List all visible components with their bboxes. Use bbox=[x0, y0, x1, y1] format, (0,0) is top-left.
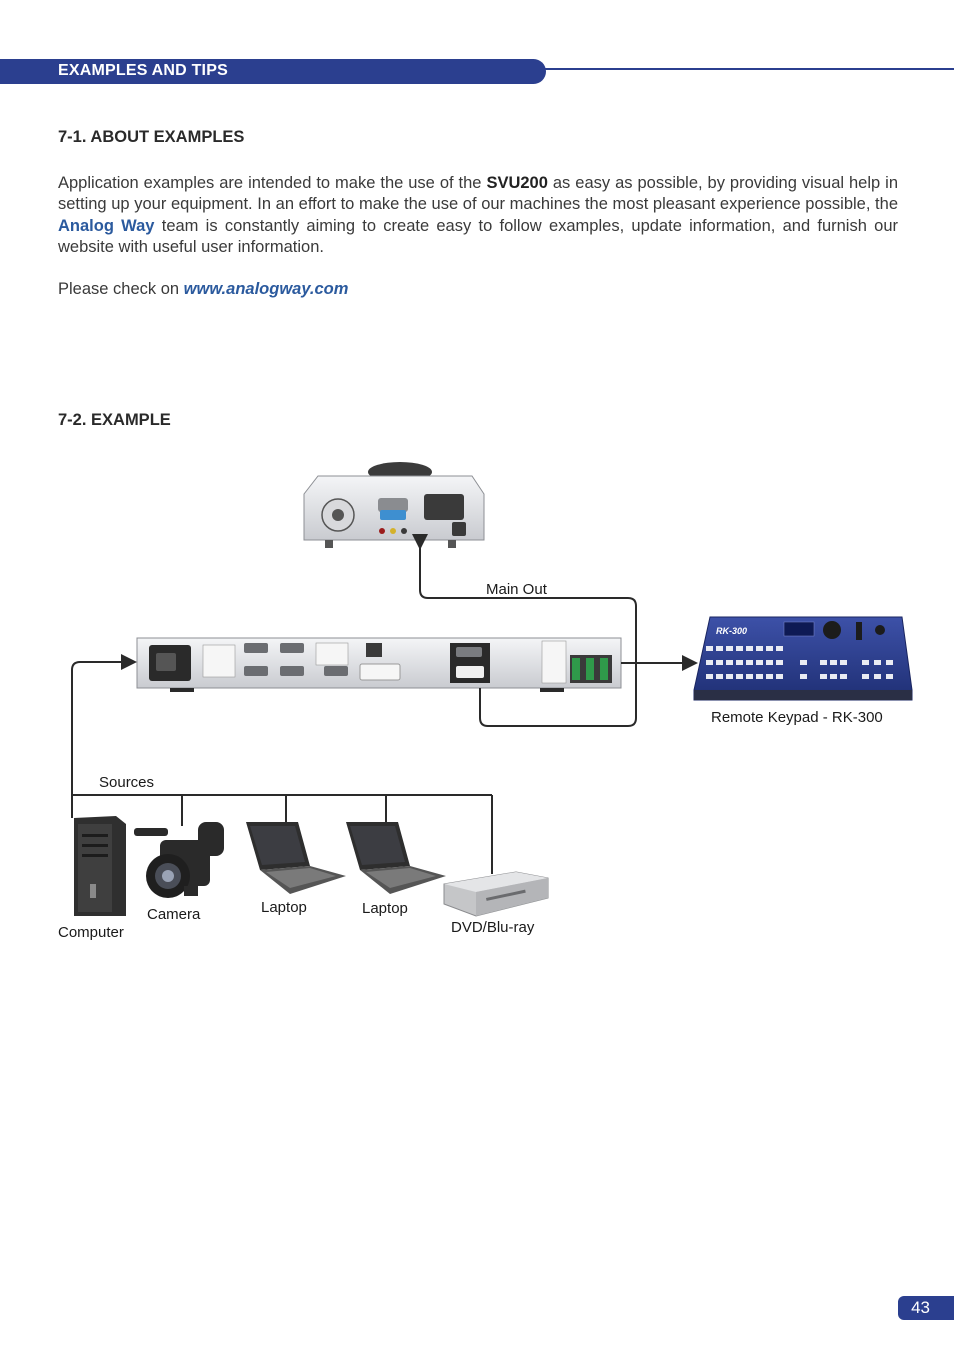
dvd-player-icon bbox=[443, 871, 549, 917]
para1-text-a: Application examples are intended to mak… bbox=[58, 174, 487, 192]
laptop-icon bbox=[246, 822, 346, 894]
source-label-camera: Camera bbox=[147, 906, 201, 923]
remote-keypad-label: Remote Keypad - RK-300 bbox=[711, 709, 883, 726]
paragraph-about-examples: Application examples are intended to mak… bbox=[58, 173, 898, 258]
product-name: SVU200 bbox=[486, 174, 548, 192]
source-label-laptop-2: Laptop bbox=[362, 900, 408, 917]
keypad-brand-text: RK-300 bbox=[716, 626, 747, 636]
paragraph-website: Please check on www.analogway.com bbox=[58, 279, 898, 300]
svu200-device-icon bbox=[136, 637, 622, 692]
section-header-bar bbox=[0, 59, 546, 84]
para1-text-c: team is constantly aiming to create easy… bbox=[58, 216, 898, 256]
website-link[interactable]: www.analogway.com bbox=[183, 280, 349, 298]
section-header-title: EXAMPLES AND TIPS bbox=[58, 62, 228, 79]
page-number: 43 bbox=[911, 1298, 930, 1317]
page-number-box bbox=[898, 1296, 954, 1320]
heading-about-examples: 7-1. ABOUT EXAMPLES bbox=[58, 128, 245, 146]
source-label-dvd: DVD/Blu-ray bbox=[451, 919, 535, 936]
para1-text-b: as easy as possible, by providing visual… bbox=[58, 174, 898, 214]
main-out-label: Main Out bbox=[486, 581, 548, 598]
source-label-computer: Computer bbox=[58, 924, 124, 941]
camera-icon bbox=[134, 822, 224, 898]
connection-diagram: RK-300 Main Out Remote Keypad - RK-300 S… bbox=[58, 462, 913, 941]
source-label-laptop-1: Laptop bbox=[261, 899, 307, 916]
projector-icon bbox=[303, 462, 485, 548]
computer-icon bbox=[74, 816, 126, 916]
para2-text: Please check on bbox=[58, 280, 184, 298]
heading-example: 7-2. EXAMPLE bbox=[58, 411, 171, 429]
brand-name: Analog Way bbox=[58, 216, 155, 235]
header-rule bbox=[540, 68, 954, 70]
laptop-icon bbox=[346, 822, 446, 894]
sources-label: Sources bbox=[99, 774, 154, 791]
connection-lines bbox=[71, 534, 698, 874]
remote-keypad-icon: RK-300 bbox=[693, 616, 913, 701]
